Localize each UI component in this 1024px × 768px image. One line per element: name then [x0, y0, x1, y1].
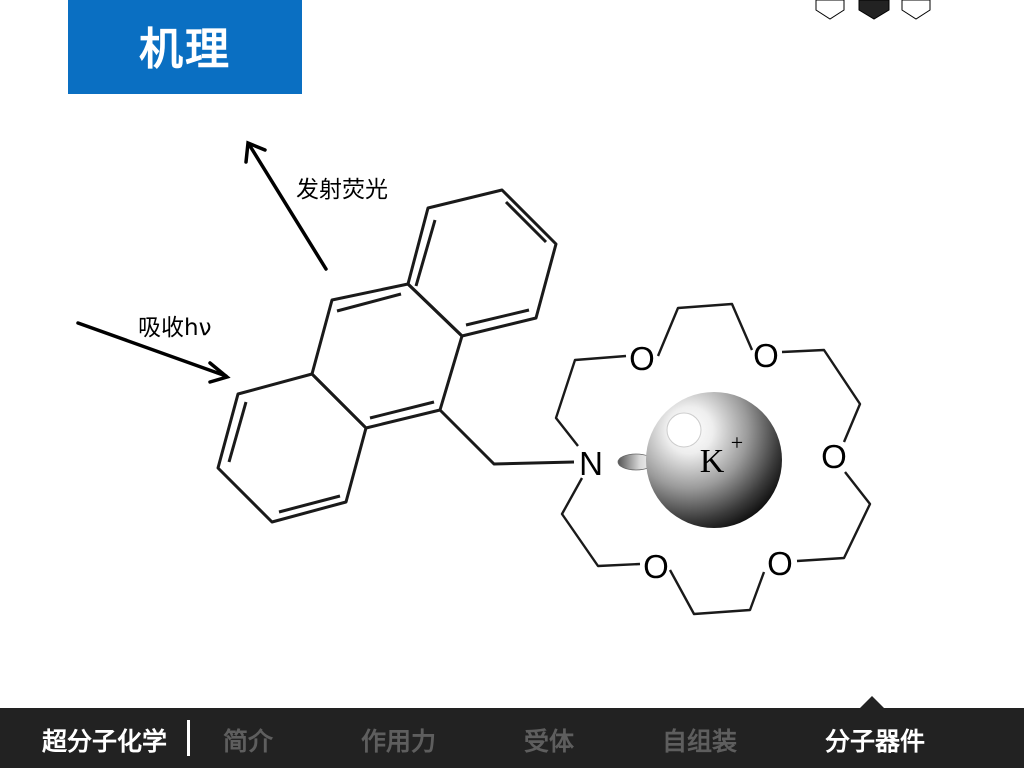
nav-item-receptors[interactable]: 受体: [524, 727, 575, 756]
footer-brand: 超分子化学: [42, 727, 168, 756]
ion-symbol: K: [700, 443, 725, 480]
title-banner: 机理: [68, 0, 302, 94]
nav-item-molecular-devices[interactable]: 分子器件: [825, 727, 926, 756]
footer-nav-bar: 超分子化学 简介 作用力 受体 自组装 分子器件: [0, 708, 1024, 768]
potassium-ion: K +: [646, 392, 782, 528]
oxygen-atom-1: O: [629, 340, 655, 377]
page-indicator: [815, 0, 931, 20]
page-dot-1[interactable]: [815, 0, 845, 20]
nav-item-forces[interactable]: 作用力: [361, 727, 437, 756]
emission-label: 发射荧光: [296, 177, 388, 203]
aza-crown-ring: [554, 302, 872, 616]
oxygen-atom-3: O: [821, 438, 847, 475]
active-nav-pointer: [860, 696, 884, 708]
absorption-label: 吸收hν: [138, 315, 212, 341]
oxygen-atom-5: O: [643, 548, 669, 585]
oxygen-atom-4: O: [767, 545, 793, 582]
nav-item-intro[interactable]: 简介: [223, 727, 274, 756]
emission-arrow: [244, 140, 328, 271]
atom-labels: N O O O O O: [579, 337, 847, 585]
page-title: 机理: [139, 24, 231, 75]
nav-item-self-assembly[interactable]: 自组装: [662, 727, 738, 756]
page-dot-2-active[interactable]: [858, 0, 890, 20]
absorption-arrow: [76, 321, 231, 384]
footer-divider: [187, 720, 190, 756]
ion-charge: +: [731, 430, 743, 455]
anthracene: [216, 188, 575, 524]
oxygen-atom-2: O: [753, 337, 779, 374]
nitrogen-atom: N: [579, 445, 603, 482]
mechanism-diagram: N O O O O O K +: [76, 140, 872, 616]
page-dot-3[interactable]: [901, 0, 931, 20]
